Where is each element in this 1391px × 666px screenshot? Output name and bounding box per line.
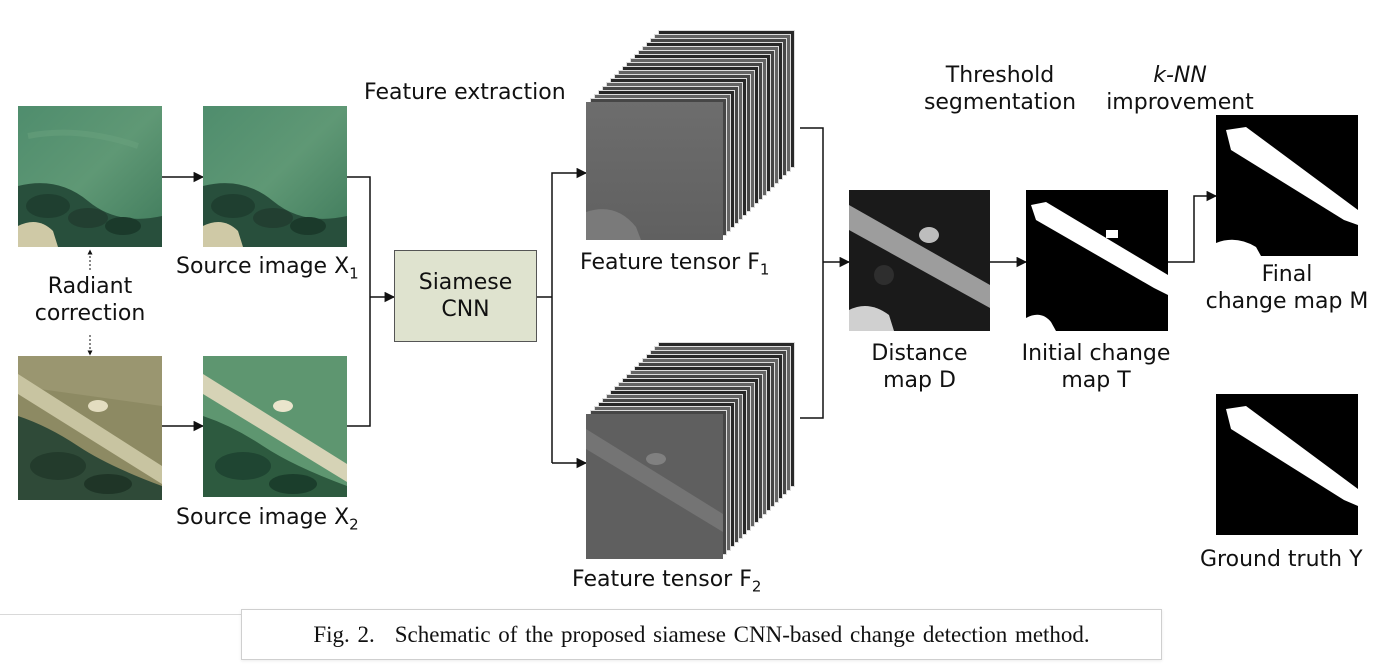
figure-caption: Fig. 2. Schematic of the proposed siames…	[242, 610, 1161, 659]
source-image-x1	[203, 106, 347, 247]
ground-truth-y	[1216, 394, 1358, 535]
ground-truth-label: Ground truth Y	[1200, 547, 1363, 572]
feature-tensor-f1-subscript: 1	[759, 260, 770, 279]
siamese-cnn-box: Siamese CNN	[394, 250, 537, 342]
distance-map-label: Distance map D	[849, 340, 990, 394]
final-change-map-line1: Final	[1261, 262, 1313, 287]
feature-extraction-label: Feature extraction	[364, 80, 566, 105]
figure-caption-box: Fig. 2. Schematic of the proposed siames…	[241, 609, 1162, 660]
radiant-correction-line1: Radiant	[47, 274, 133, 299]
source-image-x2-label: Source image X2	[176, 504, 359, 538]
initial-change-map-line1: Initial change	[1021, 341, 1171, 366]
radiant-correction-line2: correction	[34, 301, 146, 326]
siamese-cnn-label-line2: CNN	[441, 297, 490, 322]
figure-number: Fig. 2.	[313, 621, 375, 647]
threshold-segmentation-label: Threshold segmentation	[910, 62, 1090, 116]
final-change-map-label: Final change map M	[1196, 261, 1378, 315]
source-image-x2-text: Source image X	[176, 505, 350, 530]
initial-change-map-label: Initial change map T	[1006, 340, 1186, 394]
feature-tensor-f2-front	[586, 414, 723, 559]
feature-tensor-f2-text: Feature tensor F	[572, 567, 752, 592]
final-change-map-line2: change map M	[1205, 289, 1369, 314]
raw-image-top	[18, 106, 162, 247]
knn-improvement-line2: improvement	[1106, 90, 1254, 115]
source-image-x2-subscript: 2	[349, 515, 359, 534]
initial-change-map-line2: map T	[1061, 368, 1131, 393]
source-image-x1-subscript: 1	[349, 264, 359, 283]
raw-image-bottom	[18, 356, 162, 500]
threshold-segmentation-line2: segmentation	[923, 90, 1077, 115]
distance-map-line2: map D	[883, 368, 956, 393]
feature-tensor-f2-subscript: 2	[751, 577, 762, 596]
initial-change-map-t	[1026, 190, 1168, 331]
radiant-correction-label: Radiant correction	[24, 273, 156, 327]
caption-separator-line	[0, 614, 241, 615]
knn-improvement-line1: k-NN	[1153, 63, 1207, 88]
feature-tensor-f1-label: Feature tensor F1	[580, 249, 769, 283]
feature-tensor-f2-label: Feature tensor F2	[572, 566, 761, 600]
source-image-x1-label: Source image X1	[176, 253, 359, 287]
caption-text: Schematic of the proposed siamese CNN-ba…	[394, 621, 1090, 647]
threshold-segmentation-line1: Threshold	[945, 63, 1055, 88]
distance-map-line1: Distance	[871, 341, 968, 366]
distance-map-d	[849, 190, 990, 331]
knn-improvement-label: k-NN improvement	[1100, 62, 1260, 116]
source-image-x1-text: Source image X	[176, 254, 350, 279]
siamese-cnn-label-line1: Siamese	[418, 270, 513, 295]
final-change-map-m	[1216, 115, 1358, 256]
feature-tensor-f1-front	[586, 102, 723, 240]
feature-tensor-f1-text: Feature tensor F	[580, 250, 760, 275]
source-image-x2	[203, 356, 347, 497]
